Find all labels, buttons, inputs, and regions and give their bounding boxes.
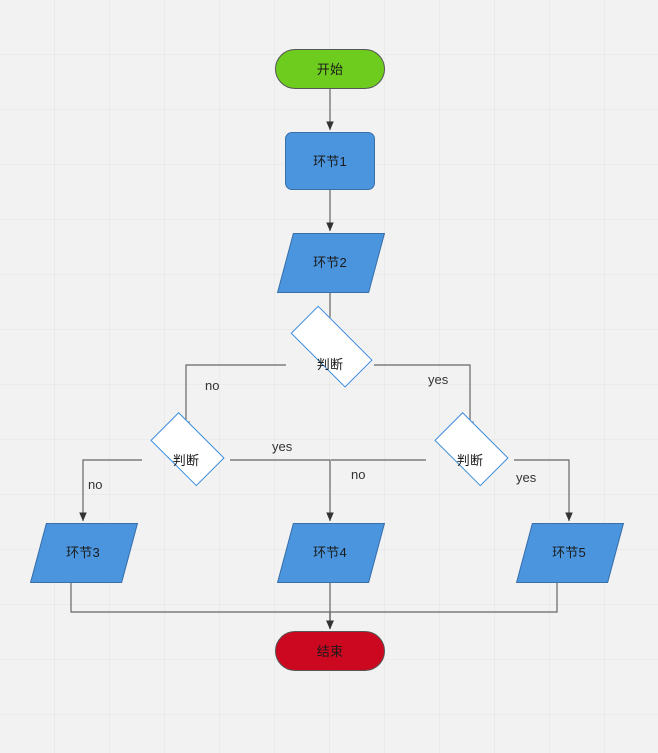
- edge-dec3-step5: [514, 459, 573, 522]
- node-end-label: 结束: [316, 643, 344, 659]
- parallelogram-shape: [29, 523, 139, 583]
- edge-dec1-dec3: [374, 364, 474, 431]
- edge-step5-end: [326, 581, 558, 630]
- edge-label-dec3-no: no: [351, 467, 366, 482]
- node-step2[interactable]: 环节2: [276, 233, 386, 293]
- node-end[interactable]: 结束: [275, 631, 385, 671]
- node-start-label: 开始: [316, 61, 344, 77]
- edge-dec2-step4: [230, 459, 334, 522]
- node-decision-1[interactable]: 判断: [275, 305, 385, 392]
- edge-label-dec3-yes: yes: [516, 470, 537, 485]
- node-step1[interactable]: 环节1: [285, 132, 375, 190]
- node-step1-label: 环节1: [313, 153, 347, 169]
- parallelogram-shape: [276, 233, 386, 293]
- node-step5[interactable]: 环节5: [515, 523, 625, 583]
- parallelogram-shape: [276, 523, 386, 583]
- edge-label-dec2-no: no: [88, 477, 103, 492]
- node-step3[interactable]: 环节3: [29, 523, 139, 583]
- parallelogram-shape: [515, 523, 625, 583]
- edge-dec2-step3: [79, 459, 142, 522]
- node-decision-2[interactable]: 判断: [140, 411, 232, 488]
- edge-label-dec1-no: no: [205, 378, 220, 393]
- node-decision-3[interactable]: 判断: [424, 411, 516, 488]
- node-start[interactable]: 开始: [275, 49, 385, 89]
- edge-dec1-dec2: [182, 364, 286, 431]
- edge-label-dec1-yes: yes: [428, 372, 449, 387]
- node-step4[interactable]: 环节4: [276, 523, 386, 583]
- edge-label-dec2-yes: yes: [272, 439, 293, 454]
- edge-step3-end: [70, 581, 334, 630]
